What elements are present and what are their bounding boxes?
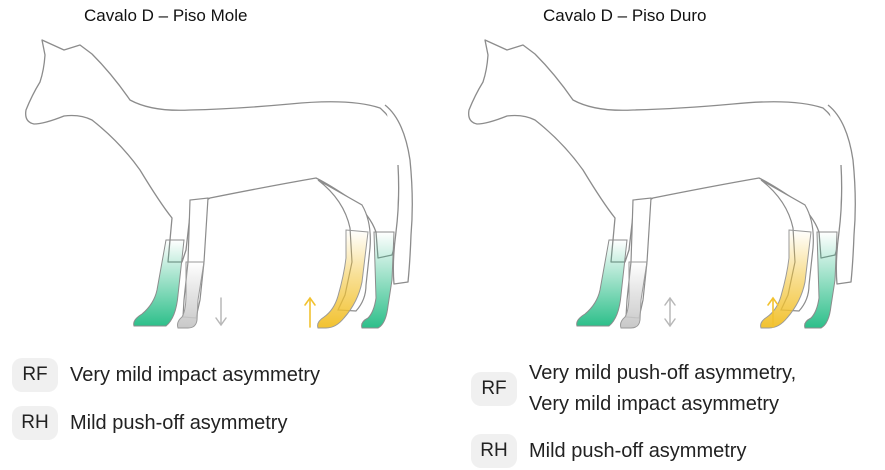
legend-text: Mild push-off asymmetry [529,436,746,467]
leg-badge: RH [471,434,517,468]
rf-leg-green [134,240,184,326]
leg-badge: RF [471,372,517,406]
legend-row-rh: RH Mild push-off asymmetry [471,434,746,468]
panel-hard-ground: Cavalo D – Piso Duro RF [443,0,885,470]
legend-text: Very mild push-off asymmetry, [529,358,796,389]
legend-text: Very mild impact asymmetry [70,360,320,391]
leg-badge: RF [12,358,58,392]
legend-row-rf: RF Very mild push-off asymmetry, Very mi… [471,358,796,420]
leg-badge: RH [12,406,58,440]
horse-illustration [0,0,442,340]
legend-row-rh: RH Mild push-off asymmetry [12,406,287,440]
down-arrow-icon [216,298,226,325]
lh-leg-yellow [318,230,368,328]
rf-leg-green [577,240,627,326]
legend-text: Very mild impact asymmetry [529,389,796,420]
horse-illustration [443,0,885,340]
panel-soft-ground: Cavalo D – Piso Mole RF [0,0,442,470]
updown-arrow-icon [665,298,675,326]
up-arrow-icon [305,298,315,327]
lh-leg-yellow [761,230,811,328]
legend-row-rf: RF Very mild impact asymmetry [12,358,320,392]
legend-text: Mild push-off asymmetry [70,408,287,439]
